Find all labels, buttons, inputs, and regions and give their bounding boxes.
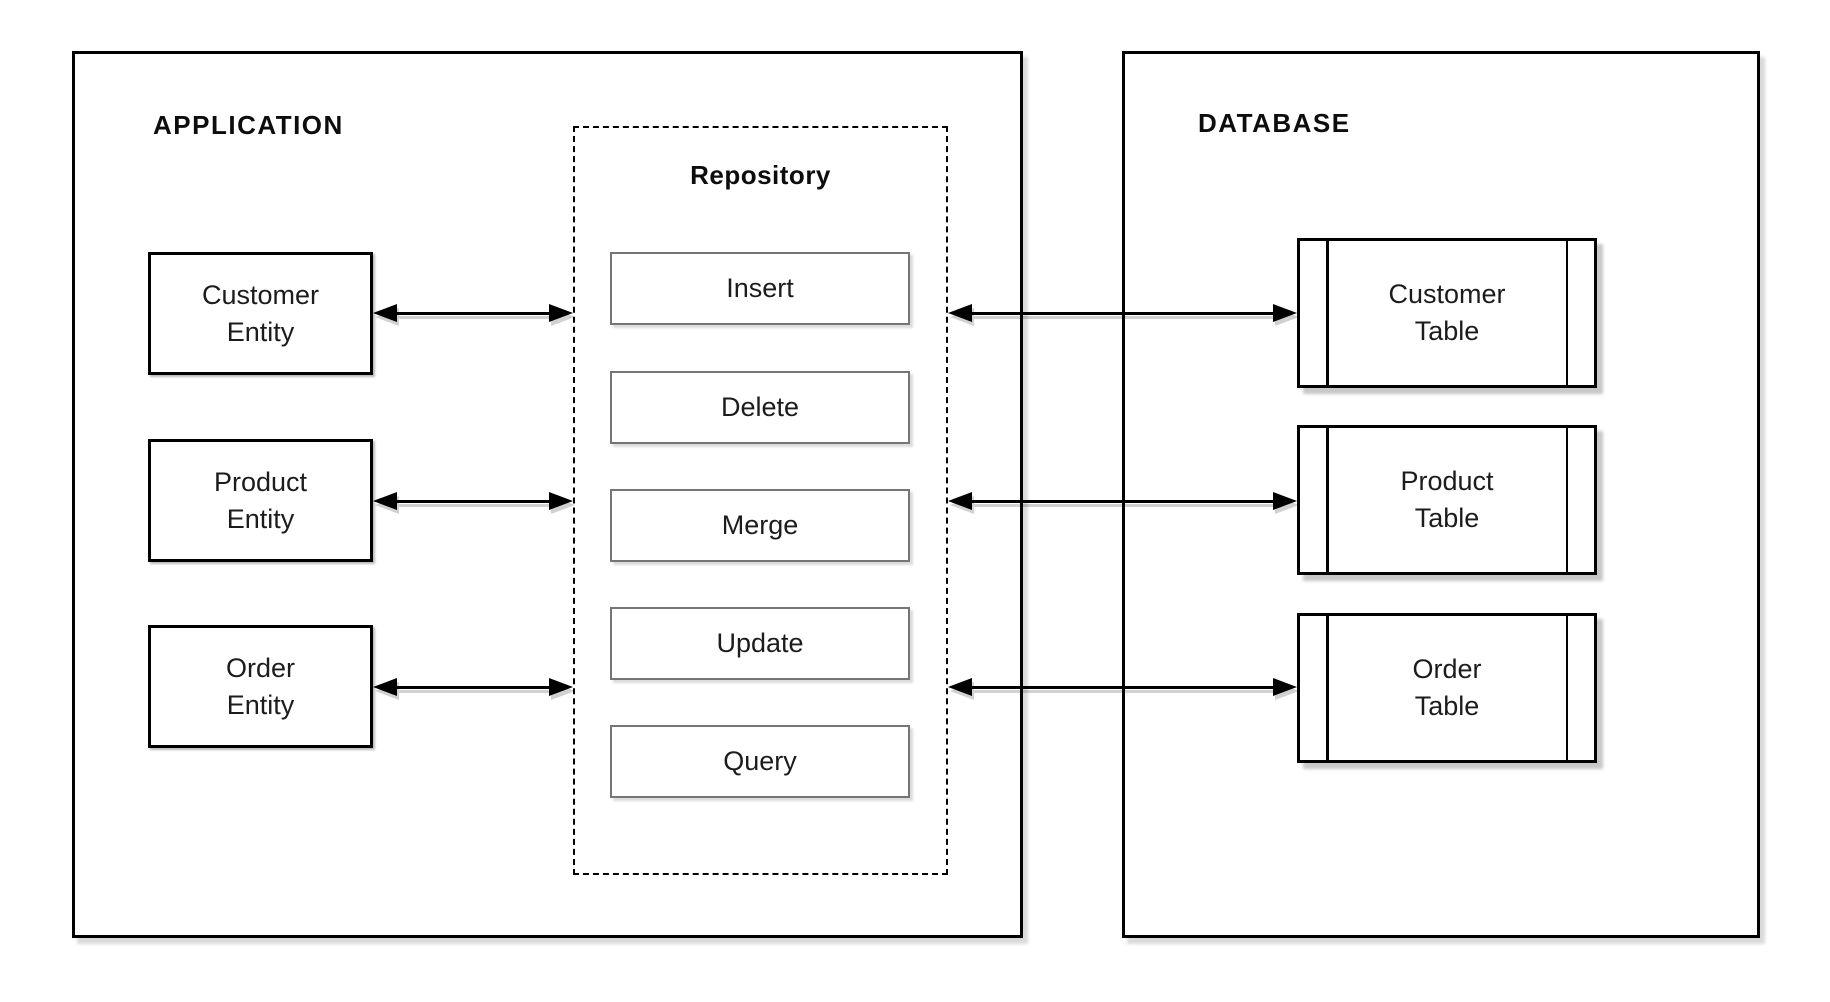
arrowhead-left-icon (948, 492, 972, 510)
arrowhead-left-icon (373, 492, 397, 510)
arrowhead-left-icon (948, 678, 972, 696)
table-box-customer: Customer Table (1297, 238, 1597, 388)
arrowhead-right-icon (1273, 304, 1297, 322)
arrowhead-right-icon (1273, 492, 1297, 510)
arrow-product-entity-repository (373, 492, 573, 510)
table-right-bar (1565, 428, 1568, 572)
entity-box-customer: Customer Entity (148, 252, 373, 375)
arrow-line (391, 311, 555, 315)
arrow-repository-product-table (948, 492, 1297, 510)
operation-box-query: Query (610, 725, 910, 798)
table-right-bar (1565, 241, 1568, 385)
arrow-line (966, 685, 1279, 689)
arrow-line (391, 499, 555, 503)
operation-label: Merge (721, 510, 799, 540)
application-title: APPLICATION (153, 110, 344, 140)
entity-label: Order Entity (225, 652, 296, 720)
table-right-bar (1565, 616, 1568, 760)
arrowhead-right-icon (549, 304, 573, 322)
entity-box-order: Order Entity (148, 625, 373, 748)
operation-label: Delete (720, 392, 800, 422)
operation-label: Insert (726, 273, 794, 303)
arrowhead-right-icon (549, 492, 573, 510)
arrow-line (966, 499, 1279, 503)
arrowhead-left-icon (373, 678, 397, 696)
repository-title: Repository (690, 160, 831, 190)
database-title: DATABASE (1198, 108, 1351, 138)
table-box-order: Order Table (1297, 613, 1597, 763)
table-box-product: Product Table (1297, 425, 1597, 575)
operation-label: Query (723, 746, 797, 776)
operation-box-merge: Merge (610, 489, 910, 562)
operation-label: Update (716, 628, 804, 658)
repository-dashed-box (573, 126, 948, 875)
arrowhead-left-icon (948, 304, 972, 322)
operation-box-delete: Delete (610, 371, 910, 444)
table-label: Product Table (1400, 466, 1494, 533)
arrow-line (966, 311, 1279, 315)
table-left-bar (1326, 616, 1329, 760)
arrow-customer-entity-repository (373, 304, 573, 322)
arrowhead-right-icon (549, 678, 573, 696)
arrow-order-entity-repository (373, 678, 573, 696)
arrowhead-left-icon (373, 304, 397, 322)
table-label: Customer Table (1388, 279, 1506, 346)
operation-box-update: Update (610, 607, 910, 680)
entity-label: Product Entity (213, 466, 308, 534)
arrow-line (391, 685, 555, 689)
arrow-repository-order-table (948, 678, 1297, 696)
table-left-bar (1326, 241, 1329, 385)
arrowhead-right-icon (1273, 678, 1297, 696)
entity-box-product: Product Entity (148, 439, 373, 562)
table-left-bar (1326, 428, 1329, 572)
operation-box-insert: Insert (610, 252, 910, 325)
arrow-repository-customer-table (948, 304, 1297, 322)
table-label: Order Table (1412, 654, 1482, 721)
entity-label: Customer Entity (201, 279, 320, 347)
